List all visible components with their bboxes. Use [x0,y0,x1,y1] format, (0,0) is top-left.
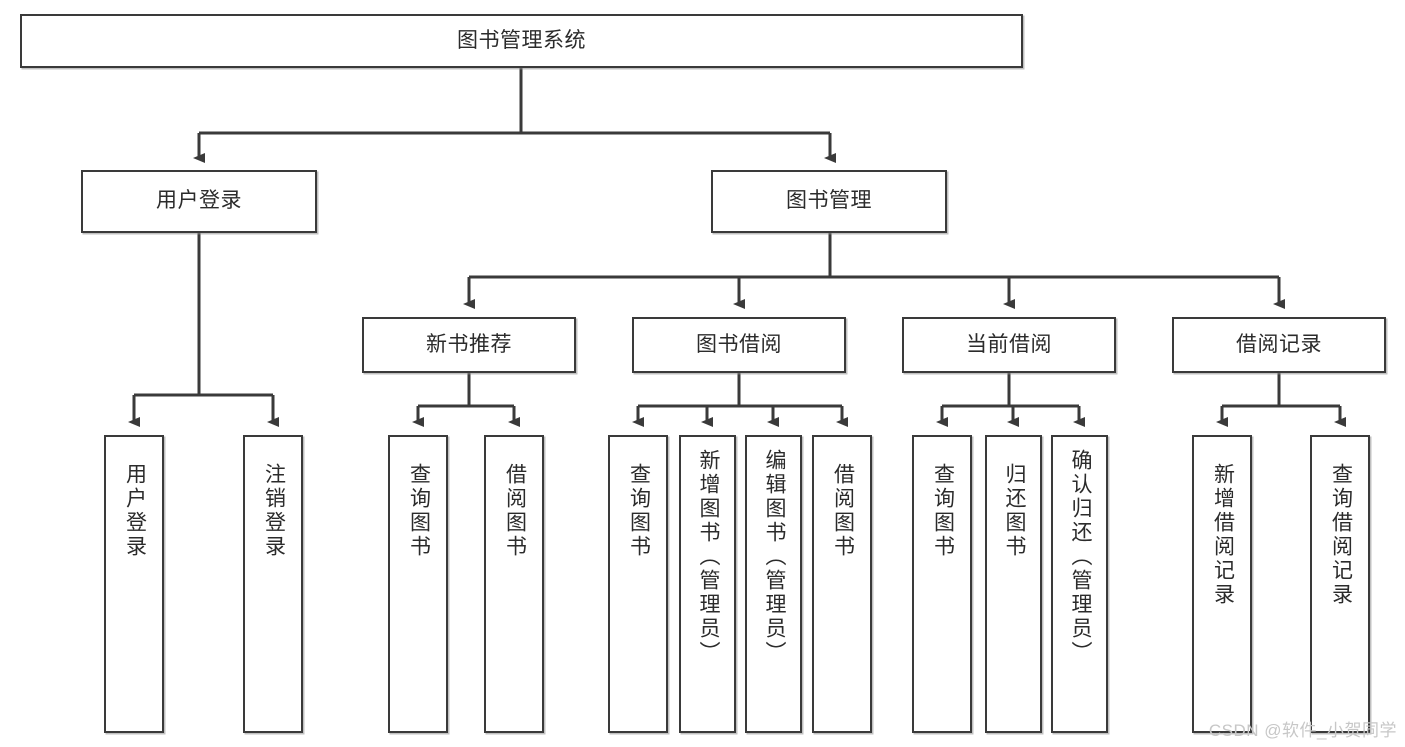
node-user-login[interactable]: 用户登录 [81,170,317,233]
node-leaf-borrow-book-1[interactable]: 借阅图书 [484,435,544,733]
node-borrow-record[interactable]: 借阅记录 [1172,317,1386,373]
node-current-borrow-label: 当前借阅 [966,332,1052,356]
node-book-borrow[interactable]: 图书借阅 [632,317,846,373]
node-leaf-query-borrow-record[interactable]: 查询借阅记录 [1310,435,1370,733]
node-current-borrow[interactable]: 当前借阅 [902,317,1116,373]
node-leaf-query-borrow-record-label: 查询借阅记录 [1329,463,1353,607]
node-leaf-user-login-label: 用户登录 [123,463,147,559]
node-leaf-query-book-3-label: 查询图书 [931,463,955,559]
node-leaf-edit-book-admin[interactable]: 编辑图书（管理员） [745,435,802,733]
node-leaf-borrow-book-1-label: 借阅图书 [503,463,527,559]
node-leaf-borrow-book-2[interactable]: 借阅图书 [812,435,872,733]
node-leaf-query-book-2-label: 查询图书 [627,463,651,559]
node-book-manage[interactable]: 图书管理 [711,170,947,233]
node-leaf-borrow-book-2-label: 借阅图书 [831,463,855,559]
node-borrow-record-label: 借阅记录 [1236,332,1322,356]
node-leaf-return-book[interactable]: 归还图书 [985,435,1042,733]
node-leaf-user-logout-label: 注销登录 [262,463,286,559]
node-leaf-user-login[interactable]: 用户登录 [104,435,164,733]
node-leaf-add-book-admin[interactable]: 新增图书（管理员） [679,435,736,733]
node-leaf-query-book-2[interactable]: 查询图书 [608,435,668,733]
node-leaf-confirm-return-admin-label: 确认归还（管理员） [1068,449,1092,665]
node-new-book-recommend-label: 新书推荐 [426,332,512,356]
watermark-text: CSDN @软件_小贺同学 [1208,721,1397,740]
node-new-book-recommend[interactable]: 新书推荐 [362,317,576,373]
node-leaf-add-borrow-record-label: 新增借阅记录 [1211,463,1235,607]
node-root[interactable]: 图书管理系统 [20,14,1023,68]
node-leaf-query-book-3[interactable]: 查询图书 [912,435,972,733]
node-leaf-return-book-label: 归还图书 [1002,463,1026,559]
node-book-borrow-label: 图书借阅 [696,332,782,356]
node-leaf-edit-book-admin-label: 编辑图书（管理员） [762,449,786,665]
node-leaf-add-book-admin-label: 新增图书（管理员） [696,449,720,665]
node-user-login-label: 用户登录 [156,189,242,213]
node-root-label: 图书管理系统 [457,28,586,52]
node-leaf-confirm-return-admin[interactable]: 确认归还（管理员） [1051,435,1108,733]
node-leaf-user-logout[interactable]: 注销登录 [243,435,303,733]
node-leaf-query-book-1-label: 查询图书 [407,463,431,559]
node-book-manage-label: 图书管理 [786,189,872,213]
node-leaf-add-borrow-record[interactable]: 新增借阅记录 [1192,435,1252,733]
node-leaf-query-book-1[interactable]: 查询图书 [388,435,448,733]
